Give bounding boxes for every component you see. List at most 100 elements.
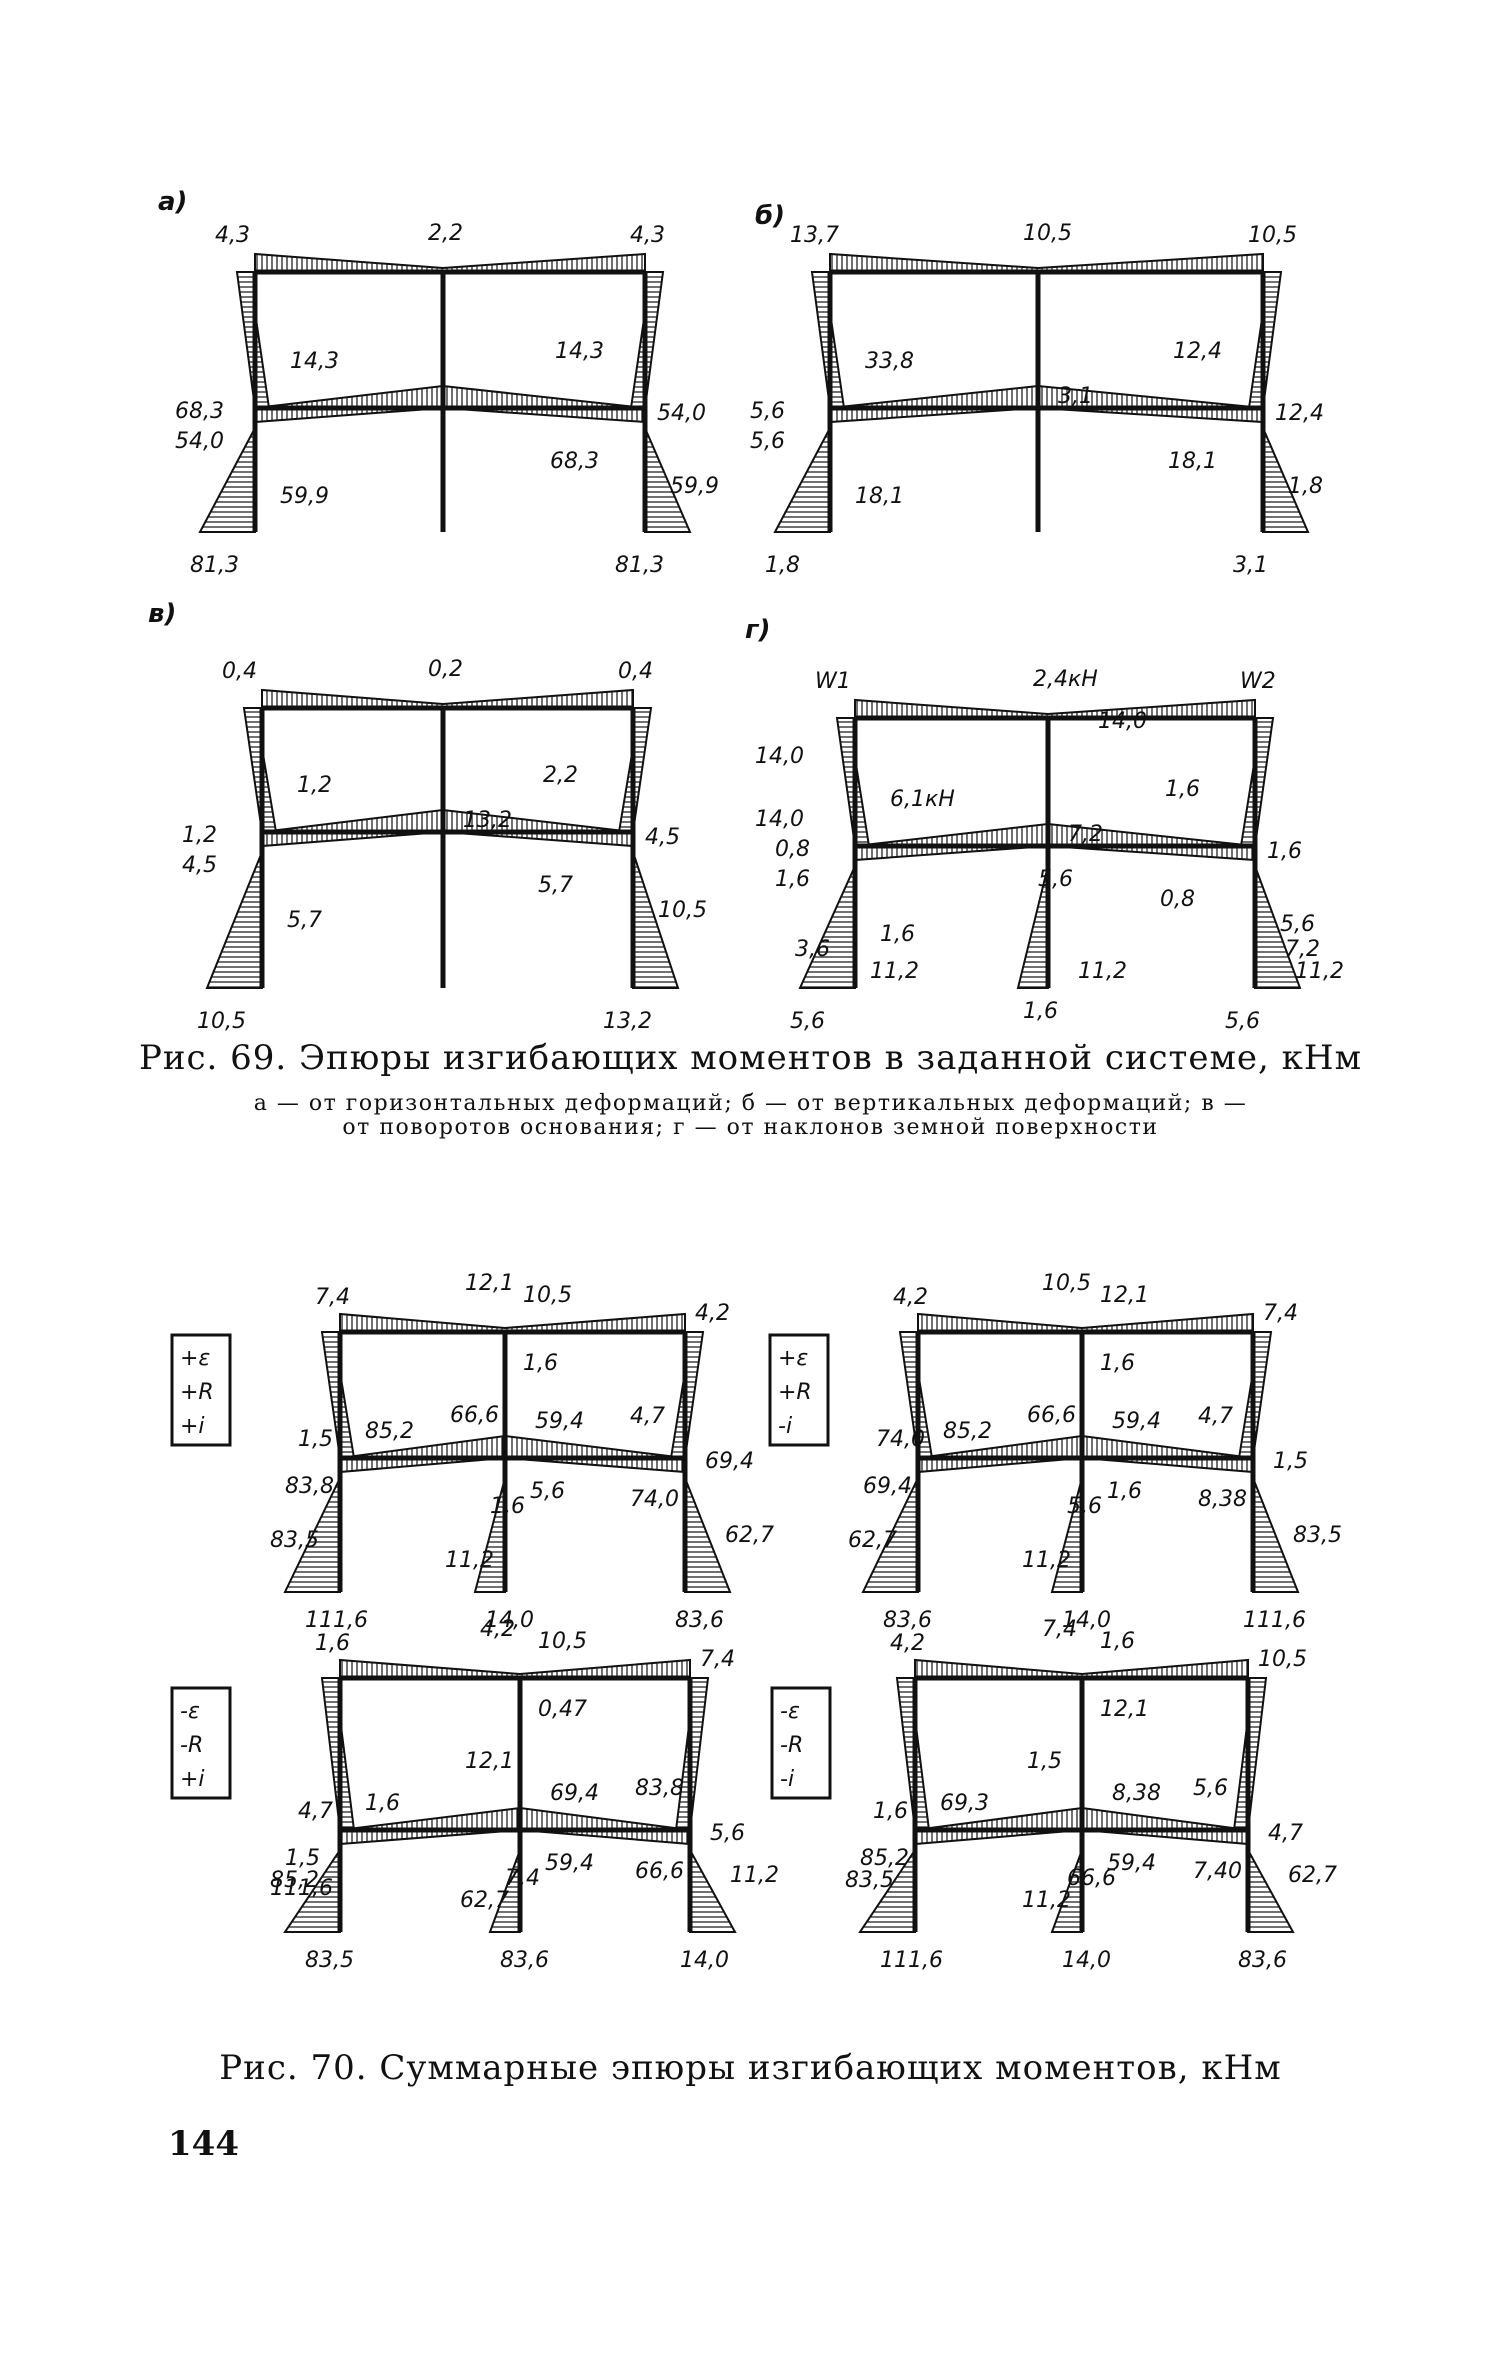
fig69-b-label-13: 3,1: [1058, 384, 1093, 409]
fig69-a-top-beam-moment: [254, 252, 646, 273]
fig70-p4-label-2: 4,2: [890, 1631, 925, 1656]
fig70-p4-label-3: 10,5: [1258, 1647, 1307, 1672]
fig70-p1-label-6: 59,4: [535, 1409, 584, 1434]
fig70-p4-right-upper-moment: [1247, 1677, 1268, 1831]
fig70-p3-label-7: 83,8: [635, 1776, 684, 1801]
fig70-p3-label-2: 1,6: [315, 1631, 350, 1656]
fig69-g-left-upper-moment: [835, 717, 856, 847]
fig69-g-label-3: 6,1кН: [890, 787, 955, 812]
fig70-p1-label-12: 1,6: [490, 1494, 525, 1519]
fig70-p4-legend-2: -i: [780, 1767, 794, 1792]
fig69-g-label-20: 11,2: [1295, 959, 1344, 984]
fig70-p1-legend-1: +R: [180, 1380, 214, 1405]
fig69-v-label-1: 0,2: [428, 657, 463, 682]
fig70-p1-legend-box: [170, 1333, 232, 1447]
fig70-p1-label-13: 5,6: [530, 1479, 565, 1504]
fig70-p4-label-5: 1,5: [1027, 1749, 1062, 1774]
fig70-p1-right-upper-moment: [684, 1331, 705, 1459]
fig70-p3-top-beam-moment: [339, 1658, 691, 1679]
fig70-p3-label-0: 4,2: [480, 1617, 515, 1642]
fig69-b-label-1: 10,5: [1023, 221, 1072, 246]
fig70-p2-legend-1: +R: [778, 1380, 812, 1405]
fig69-a-label-1: 2,2: [428, 221, 463, 246]
fig69-b-label-2: 10,5: [1248, 223, 1297, 248]
fig69-g-label-12: 5,6: [1225, 1009, 1260, 1034]
fig69-a-lower-beam-moment: [254, 384, 646, 424]
fig69-g-panel-letter: г): [745, 615, 770, 645]
fig70-p1-label-17: 62,7: [725, 1523, 774, 1548]
fig70-p2-legend-2: -i: [778, 1414, 792, 1439]
fig70-p4-label-19: 14,0: [1062, 1948, 1111, 1973]
fig69-a-left-upper-moment: [235, 271, 256, 409]
fig69-a-label-6: 54,0: [175, 429, 224, 454]
fig69-v-label-7: 4,5: [645, 825, 680, 850]
fig69-g-label-14: 5,6: [1038, 867, 1073, 892]
fig70-p3-label-1: 10,5: [538, 1629, 587, 1654]
fig70-p1-label-16: 11,2: [445, 1548, 494, 1573]
fig70-p4-label-4: 12,1: [1100, 1697, 1149, 1722]
fig69-g-label-7: 1,6: [1267, 839, 1302, 864]
fig70-p3-label-18: 83,5: [305, 1948, 354, 1973]
fig70-p2-label-10: 1,5: [1273, 1449, 1308, 1474]
fig70-p2-label-11: 69,4: [863, 1474, 912, 1499]
fig70-p1-label-0: 12,1: [465, 1271, 514, 1296]
fig70-p2-label-16: 11,2: [1022, 1548, 1071, 1573]
fig69-a-right-upper-moment: [644, 271, 665, 409]
fig70-p3-legend-2: +i: [180, 1767, 205, 1792]
fig69-v-label-4: 2,2: [543, 763, 578, 788]
fig69-a-label-11: 81,3: [190, 553, 239, 578]
fig69-b-lower-beam-moment: [829, 384, 1264, 424]
fig70-p3-label-4: 0,47: [538, 1697, 587, 1722]
fig69-v-panel-letter: в): [148, 599, 176, 629]
fig70-p4-label-17: 62,7: [1288, 1863, 1337, 1888]
fig70-p1-label-19: 14,0: [485, 1608, 534, 1633]
fig69-v-label-3: 1,2: [297, 773, 332, 798]
fig70-p3-right-upper-moment: [689, 1677, 710, 1831]
fig70-p2-label-3: 7,4: [1263, 1301, 1298, 1326]
fig69-b-label-12: 3,1: [1233, 553, 1268, 578]
fig69-b-label-7: 12,4: [1275, 401, 1324, 426]
fig70-p4-label-7: 5,6: [1193, 1776, 1228, 1801]
fig70-p1-label-9: 85,2: [365, 1419, 414, 1444]
fig70-p3-label-9: 1,6: [365, 1791, 400, 1816]
figure-70-caption: Рис. 70. Суммарные эпюры изгибающих моме…: [219, 2048, 1282, 2088]
fig69-v-left-upper-moment: [242, 707, 263, 833]
fig70-p2-label-0: 10,5: [1042, 1271, 1091, 1296]
fig70-p4-right-base-moment: [1247, 1849, 1295, 1933]
fig70-p2-top-beam-moment: [917, 1312, 1254, 1333]
fig70-p3-label-13: 59,4: [545, 1851, 594, 1876]
fig69-v-label-13: 13,2: [463, 808, 512, 833]
fig69-a-label-9: 59,9: [280, 484, 329, 509]
fig70-p2-legend-box: [768, 1333, 830, 1447]
fig70-p1-label-11: 83,8: [285, 1474, 334, 1499]
fig69-g-label-19: 11,2: [870, 959, 919, 984]
fig70-p4-label-1: 1,6: [1100, 1629, 1135, 1654]
fig69-g-label-11: 5,6: [790, 1009, 825, 1034]
fig70-p2-label-18: 83,6: [883, 1608, 932, 1633]
fig69-g-label-4: 1,6: [1165, 777, 1200, 802]
fig69-g-right-upper-moment: [1254, 717, 1275, 847]
fig70-p2-label-19: 14,0: [1062, 1608, 1111, 1633]
fig69-b-panel-letter: б): [755, 201, 785, 231]
fig69-v-label-8: 5,7: [538, 873, 573, 898]
fig69-b-label-9: 18,1: [855, 484, 904, 509]
fig69-a-label-0: 4,3: [215, 223, 250, 248]
fig70-p2-label-8: 74,0: [876, 1427, 925, 1452]
fig70-p3-right-base-moment: [689, 1849, 737, 1933]
fig70-p3-label-12: 7,4: [505, 1866, 540, 1891]
fig70-p3-label-19: 83,6: [500, 1948, 549, 1973]
fig69-b-label-3: 33,8: [865, 349, 914, 374]
figure-69-caption: Рис. 69. Эпюры изгибающих моментов в зад…: [138, 1038, 1363, 1078]
figure-69-subcaption-line2: от поворотов основания; г — от наклонов …: [342, 1115, 1159, 1140]
fig69-a-label-2: 4,3: [630, 223, 665, 248]
fig70-p2-label-1: 12,1: [1100, 1283, 1149, 1308]
fig70-p4-label-8: 1,6: [873, 1799, 908, 1824]
fig70-p4-label-14: 7,40: [1193, 1859, 1242, 1884]
fig69-b-right-upper-moment: [1262, 271, 1283, 409]
fig70-p2-label-14: 8,38: [1198, 1487, 1247, 1512]
fig70-p2-legend-0: +ε: [778, 1346, 808, 1371]
